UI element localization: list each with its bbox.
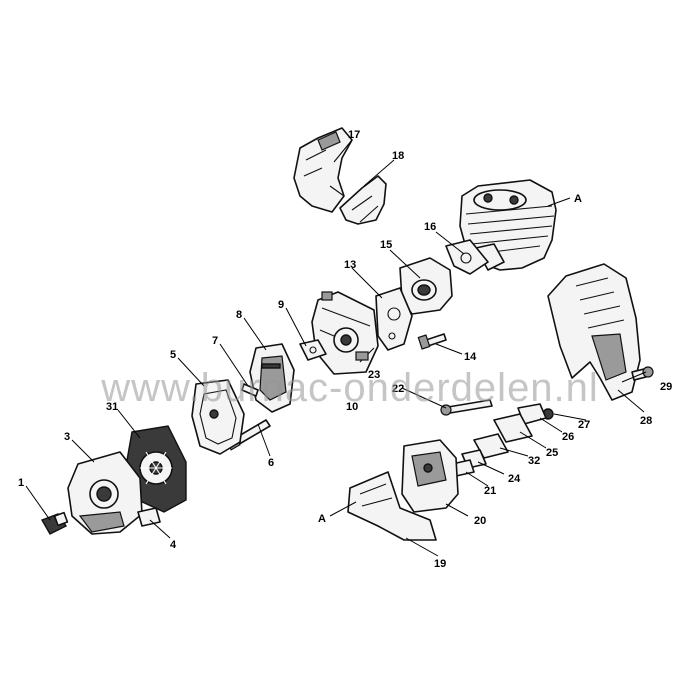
callout-a-cylinder: A bbox=[574, 193, 582, 205]
callout-28: 28 bbox=[640, 415, 652, 427]
part-10-carburetor bbox=[311, 291, 379, 375]
part-1-knob bbox=[40, 511, 69, 535]
part-18-bracket bbox=[339, 175, 387, 225]
callout-13: 13 bbox=[344, 259, 356, 271]
callout-18: 18 bbox=[392, 150, 404, 162]
callout-1: 1 bbox=[18, 477, 24, 489]
callout-15: 15 bbox=[380, 239, 392, 251]
part-25-plate bbox=[493, 413, 533, 443]
callout-8: 8 bbox=[236, 309, 242, 321]
part-5-gasket bbox=[191, 379, 245, 455]
leader-lines bbox=[25, 139, 647, 557]
part-4-label bbox=[137, 507, 161, 527]
part-28-shroud bbox=[547, 263, 641, 401]
part-17-cover bbox=[293, 127, 353, 213]
part-8-filter-base bbox=[249, 343, 295, 413]
cylinder bbox=[459, 179, 557, 271]
callout-16: 16 bbox=[424, 221, 436, 233]
part-14-bolt bbox=[417, 333, 447, 350]
callout-9: 9 bbox=[278, 299, 284, 311]
callout-22: 22 bbox=[392, 383, 404, 395]
callout-4: 4 bbox=[170, 539, 177, 551]
callout-14: 14 bbox=[464, 351, 477, 363]
part-7-screw bbox=[241, 383, 259, 397]
callout-3: 3 bbox=[64, 431, 70, 443]
callout-23: 23 bbox=[368, 369, 380, 381]
callout-31: 31 bbox=[106, 401, 118, 413]
callout-labels: 17 18 A 16 15 13 14 9 8 7 5 23 10 22 29 … bbox=[18, 129, 672, 570]
part-13-gasket bbox=[375, 287, 413, 351]
callout-a-shield: A bbox=[318, 513, 326, 525]
part-20-muffler bbox=[401, 439, 459, 513]
callout-10: 10 bbox=[346, 401, 358, 413]
callout-19: 19 bbox=[434, 558, 446, 570]
callout-21: 21 bbox=[484, 485, 496, 497]
callout-17: 17 bbox=[348, 129, 360, 141]
callout-5: 5 bbox=[170, 349, 176, 361]
callout-6: 6 bbox=[268, 457, 274, 469]
callout-25: 25 bbox=[546, 447, 558, 459]
callout-32: 32 bbox=[528, 455, 540, 467]
callout-20: 20 bbox=[474, 515, 486, 527]
callout-27: 27 bbox=[578, 419, 590, 431]
callout-26: 26 bbox=[562, 431, 574, 443]
part-9-gasket bbox=[299, 339, 327, 361]
part-3-cover bbox=[67, 451, 143, 535]
callout-24: 24 bbox=[508, 473, 521, 485]
part-22-bolt bbox=[440, 399, 493, 416]
callout-7: 7 bbox=[212, 335, 218, 347]
callout-29: 29 bbox=[660, 381, 672, 393]
part-19-shield bbox=[347, 471, 437, 541]
